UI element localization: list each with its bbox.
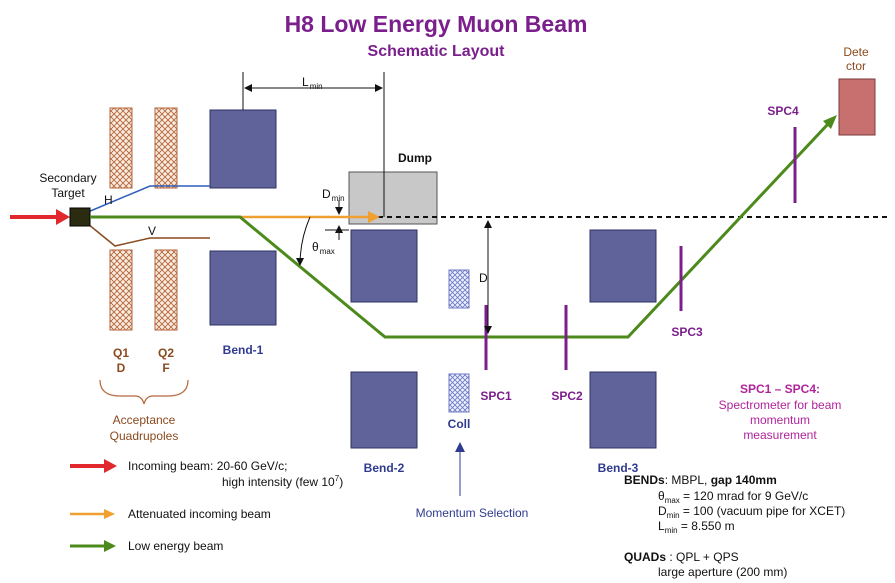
detector-label-line2: ctor — [846, 59, 866, 73]
spc3-label: SPC3 — [671, 325, 703, 339]
attenuated-beam-arrowhead — [368, 211, 380, 223]
q2-label-line2: F — [162, 361, 169, 375]
lmin-label: Lmin — [302, 75, 323, 91]
legend-low-energy-arrowhead — [104, 540, 116, 552]
d-label: D — [479, 271, 488, 285]
low-energy-beam-arrowhead — [823, 115, 837, 129]
spec-theta-line: θmax = 120 mrad for 9 GeV/c — [658, 489, 808, 505]
h-track — [87, 185, 210, 213]
spc2-label: SPC2 — [551, 389, 583, 403]
legend-low-energy-label: Low energy beam — [128, 539, 223, 553]
legend-incoming-line2: high intensity (few 107) — [222, 474, 343, 489]
h-label: H — [104, 193, 113, 207]
quad-q2-top — [154, 107, 178, 189]
acceptance-label-line2: Quadrupoles — [110, 429, 179, 443]
spc-note-line3: momentum — [750, 413, 810, 427]
v-track — [87, 223, 210, 247]
bend2-top-magnet — [350, 229, 418, 303]
spec-bends-line: BENDs: MBPL, gap 140mm — [624, 473, 777, 487]
momentum-selection-label: Momentum Selection — [416, 506, 529, 520]
legend-incoming-arrowhead — [104, 459, 117, 473]
quad-q2-bottom — [154, 249, 178, 331]
spec-lmin-line: Lmin = 8.550 m — [658, 519, 735, 535]
detector-box — [838, 78, 876, 136]
spec-quads-line: QUADs : QPL + QPS — [624, 550, 739, 564]
dmin-label: Dmin — [322, 187, 345, 203]
bend3-label: Bend-3 — [598, 461, 639, 475]
v-label: V — [148, 224, 156, 238]
secondary-target-label-line1: Secondary — [39, 171, 96, 185]
quad-q1-bottom — [109, 249, 133, 331]
bend2-label: Bend-2 — [364, 461, 405, 475]
diagram-title: H8 Low Energy Muon Beam — [285, 11, 588, 37]
spc-note-line2: Spectrometer for beam — [719, 398, 842, 412]
bend3-bottom-magnet — [589, 371, 657, 449]
bend1-bottom-magnet — [209, 250, 277, 326]
q2-label-line1: Q2 — [158, 346, 174, 360]
acceptance-brace — [99, 379, 189, 405]
acceptance-label-line1: Acceptance — [113, 413, 176, 427]
q1-label-line1: Q1 — [113, 346, 129, 360]
bend3-top-magnet — [589, 229, 657, 303]
spec-quads-line2: large aperture (200 mm) — [658, 565, 787, 579]
secondary-target — [69, 207, 91, 227]
spc-note-line4: measurement — [743, 428, 817, 442]
dump-block — [348, 171, 438, 225]
quad-q1-top — [109, 107, 133, 189]
bend1-label: Bend-1 — [223, 343, 264, 357]
collimator-bottom — [448, 373, 470, 413]
collimator-top — [448, 269, 470, 309]
legend-attenuated-label: Attenuated incoming beam — [128, 507, 271, 521]
spec-dmin-line: Dmin = 100 (vacuum pipe for XCET) — [658, 504, 845, 520]
spc4-label: SPC4 — [767, 104, 799, 118]
detector-label-line1: Dete — [843, 45, 869, 59]
theta-max-arc — [296, 216, 311, 266]
spc1-label: SPC1 — [480, 389, 512, 403]
spc-note-line1: SPC1 – SPC4: — [740, 382, 820, 396]
theta-max-label: θmax — [312, 240, 335, 256]
secondary-target-label-line2: Target — [51, 186, 85, 200]
incoming-beam-arrowhead — [56, 209, 70, 225]
diagram-subtitle: Schematic Layout — [368, 43, 506, 60]
coll-label: Coll — [448, 417, 471, 431]
bend2-bottom-magnet — [350, 371, 418, 449]
momentum-selection-arrowhead — [455, 442, 465, 452]
legend-incoming-line1: Incoming beam: 20-60 GeV/c; — [128, 459, 287, 473]
dump-label: Dump — [398, 151, 432, 165]
legend-attenuated-arrowhead — [104, 509, 115, 519]
bend1-top-magnet — [209, 109, 277, 189]
low-energy-beam-path — [90, 122, 830, 339]
q1-label-line2: D — [117, 361, 126, 375]
